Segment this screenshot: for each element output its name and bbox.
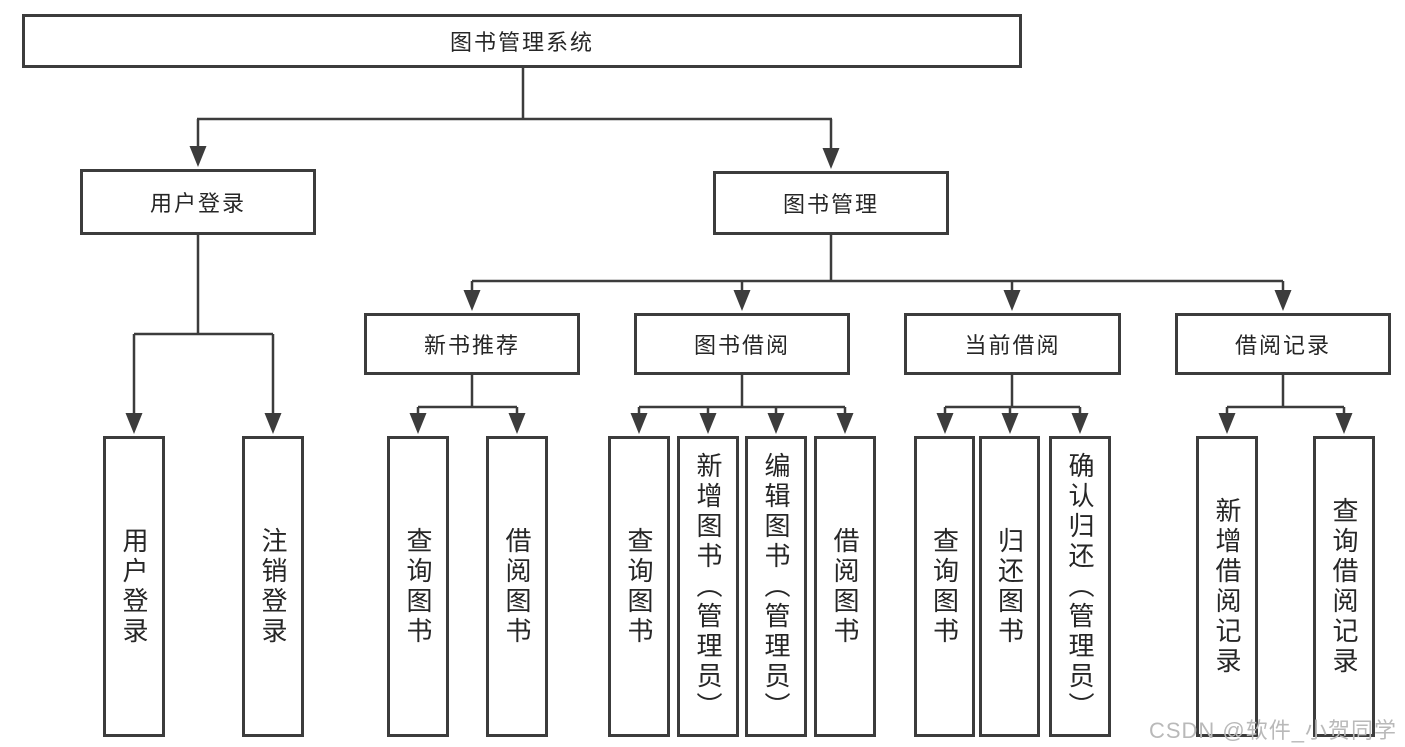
leaf-user-login-label: 用户登录 bbox=[119, 526, 149, 647]
node-root: 图书管理系统 bbox=[22, 14, 1022, 68]
leaf-borrow-books-recommend: 借阅图书 bbox=[486, 436, 548, 737]
node-user-login-label: 用户登录 bbox=[149, 191, 246, 216]
node-new-book-recommend: 新书推荐 bbox=[364, 313, 580, 375]
node-book-borrow: 图书借阅 bbox=[634, 313, 850, 375]
node-book-management-label: 图书管理 bbox=[782, 192, 879, 217]
leaf-logout: 注销登录 bbox=[242, 436, 304, 737]
leaf-return-books-label: 归还图书 bbox=[994, 526, 1025, 647]
node-user-login: 用户登录 bbox=[80, 169, 316, 235]
node-root-label: 图书管理系统 bbox=[449, 30, 594, 55]
node-current-borrow: 当前借阅 bbox=[904, 313, 1121, 375]
leaf-user-login: 用户登录 bbox=[103, 436, 165, 737]
leaf-query-books-recommend-label: 查询图书 bbox=[403, 526, 433, 647]
leaf-query-books-recommend: 查询图书 bbox=[387, 436, 449, 737]
csdn-watermark: CSDN @软件_小贺同学 bbox=[1148, 718, 1397, 743]
leaf-add-borrow-record-label: 新增借阅记录 bbox=[1212, 496, 1242, 677]
leaf-query-books-borrow: 查询图书 bbox=[608, 436, 670, 737]
leaf-query-borrow-record-label: 查询借阅记录 bbox=[1329, 496, 1359, 677]
node-new-book-recommend-label: 新书推荐 bbox=[423, 333, 520, 358]
leaf-confirm-return-admin-label: 确认归还（管理员） bbox=[1065, 451, 1095, 722]
leaf-add-books-admin-label: 新增图书（管理员） bbox=[693, 451, 723, 722]
node-book-borrow-label: 图书借阅 bbox=[693, 333, 790, 358]
leaf-add-books-admin: 新增图书（管理员） bbox=[677, 436, 739, 737]
leaf-edit-books-admin: 编辑图书（管理员） bbox=[745, 436, 807, 737]
leaf-query-books-current-label: 查询图书 bbox=[929, 526, 960, 647]
leaf-edit-books-admin-label: 编辑图书（管理员） bbox=[761, 451, 791, 722]
leaf-query-books-current: 查询图书 bbox=[914, 436, 975, 737]
leaf-query-borrow-record: 查询借阅记录 bbox=[1313, 436, 1375, 737]
leaf-confirm-return-admin: 确认归还（管理员） bbox=[1049, 436, 1111, 737]
leaf-borrow-books-recommend-label: 借阅图书 bbox=[502, 526, 532, 647]
node-borrow-records: 借阅记录 bbox=[1175, 313, 1391, 375]
node-borrow-records-label: 借阅记录 bbox=[1234, 333, 1331, 358]
leaf-borrow-books: 借阅图书 bbox=[814, 436, 876, 737]
leaf-logout-label: 注销登录 bbox=[258, 526, 288, 647]
leaf-query-books-borrow-label: 查询图书 bbox=[624, 526, 654, 647]
leaf-borrow-books-label: 借阅图书 bbox=[830, 526, 860, 647]
leaf-return-books: 归还图书 bbox=[979, 436, 1040, 737]
leaf-add-borrow-record: 新增借阅记录 bbox=[1196, 436, 1258, 737]
node-book-management: 图书管理 bbox=[713, 171, 949, 235]
node-current-borrow-label: 当前借阅 bbox=[964, 333, 1061, 358]
